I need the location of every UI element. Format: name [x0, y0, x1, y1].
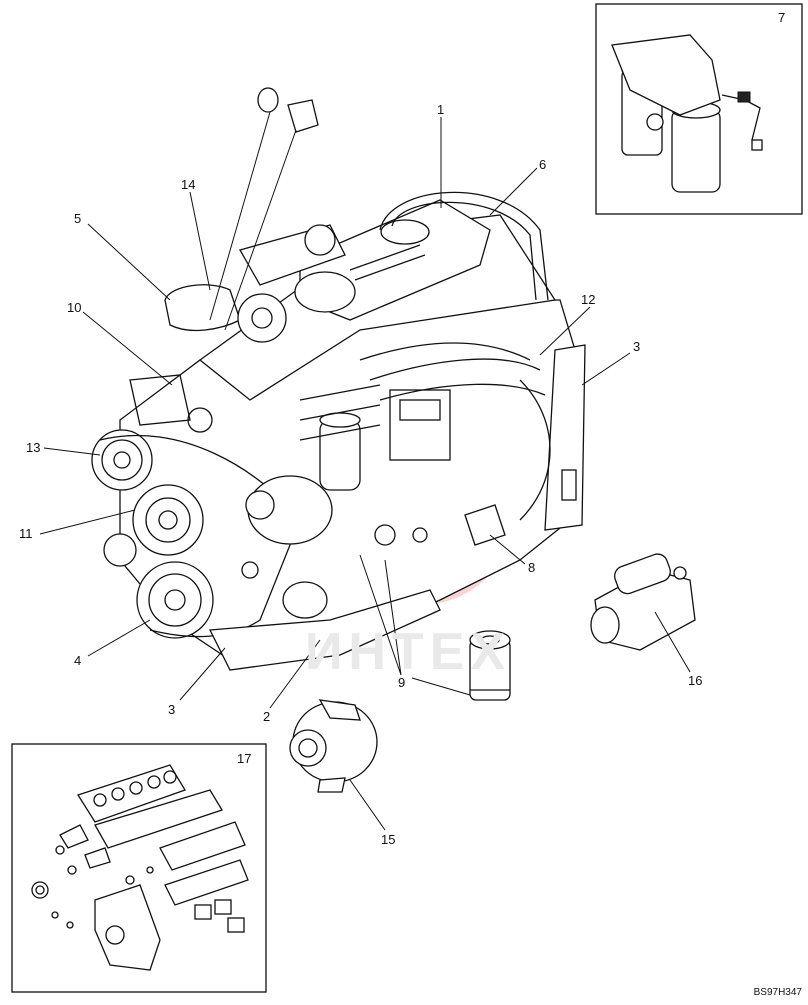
reference-code: BS97H347	[753, 987, 802, 998]
callout-15: 15	[381, 832, 396, 847]
callout-11: 11	[19, 526, 33, 541]
starter-motor	[590, 553, 696, 651]
callout-4: 4	[74, 653, 82, 668]
callout-9: 9	[398, 675, 406, 690]
fan-hub	[103, 533, 137, 567]
callout-3-lower: 3	[168, 702, 176, 717]
oil-pan	[208, 589, 441, 671]
callout-7: 7	[778, 10, 786, 25]
callout-14: 14	[181, 177, 196, 192]
callout-17: 17	[237, 751, 252, 766]
injector-line	[359, 342, 546, 401]
fuel-filter-assembly	[611, 34, 763, 193]
callout-3-right: 3	[633, 339, 641, 354]
intake-elbow	[164, 284, 241, 332]
callout-13: 13	[26, 440, 41, 455]
callout-12: 12	[581, 292, 596, 307]
oil-filter	[469, 630, 511, 701]
callout-8: 8	[528, 560, 536, 575]
callout-16: 16	[688, 673, 703, 688]
head-gasket	[77, 764, 186, 823]
gasket-kit	[31, 764, 249, 971]
cover-plate	[380, 219, 430, 245]
leader-lines	[39, 111, 691, 831]
callout-5: 5	[74, 211, 82, 226]
thermostat	[287, 99, 319, 133]
alternator	[289, 699, 378, 793]
callout-1: 1	[437, 102, 445, 117]
oil-filler-cap	[294, 271, 356, 313]
callout-2: 2	[263, 709, 271, 724]
watermark-text: ИНТЕХ	[305, 623, 512, 681]
thermostat-seal-ring	[257, 87, 279, 113]
callout-6: 6	[539, 157, 547, 172]
callout-10: 10	[67, 300, 82, 315]
engine-assembly	[91, 87, 586, 671]
intake-tube	[379, 191, 549, 301]
